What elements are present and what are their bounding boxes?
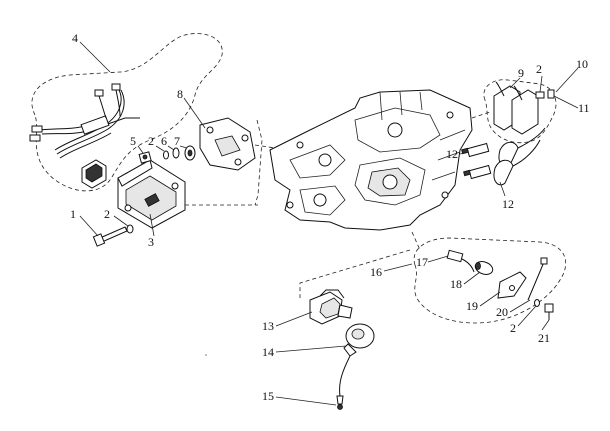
leader-21	[541, 319, 550, 331]
callout-5: 5	[130, 134, 136, 148]
callout-8: 8	[177, 87, 183, 101]
callout-labels: 1 2 2 2 2 3 4 5 6 7 8 9 10 11 12 12 13 1…	[70, 31, 590, 403]
sensor-group-outline	[413, 237, 567, 324]
callout-4: 4	[72, 31, 78, 45]
lock-washer	[172, 147, 180, 159]
callout-16: 16	[370, 265, 382, 279]
harness-group-outline	[31, 33, 223, 192]
bracket-plate	[199, 117, 256, 171]
callout-2d: 2	[510, 321, 516, 335]
leader-17	[427, 255, 449, 263]
leader-6	[167, 145, 175, 151]
leader-13	[275, 311, 313, 327]
sensor-washer	[534, 299, 540, 307]
leader-11	[553, 95, 579, 109]
leader-2d	[517, 305, 537, 327]
small-washer	[163, 150, 169, 160]
leader-14	[275, 345, 347, 353]
leader-4	[79, 41, 111, 73]
sensor-group	[413, 237, 567, 324]
leader-1	[79, 215, 99, 237]
sensor-bracket-19	[497, 271, 527, 299]
temperature-switch	[309, 289, 353, 325]
sensor-part-18	[474, 261, 494, 275]
leader-5	[137, 145, 144, 154]
callout-11: 11	[578, 101, 590, 115]
wire-harness	[29, 83, 140, 159]
washer	[126, 224, 134, 234]
callout-2c: 2	[536, 62, 542, 76]
leader-8	[183, 97, 206, 129]
connector-block	[81, 159, 107, 189]
leader-16	[383, 263, 413, 272]
spark-plug-cap-lower	[493, 139, 541, 186]
callout-7: 7	[174, 134, 180, 148]
callout-2b: 2	[148, 134, 154, 148]
leader-15	[275, 396, 337, 406]
callout-2a: 2	[104, 207, 110, 221]
leader-2a	[113, 215, 129, 227]
engine-block	[269, 89, 473, 231]
ignition-coil-group	[483, 79, 557, 144]
callout-1: 1	[70, 207, 76, 221]
callout-12a: 12	[446, 147, 458, 161]
mounting-bolt	[92, 226, 128, 247]
sensor-part-17	[446, 249, 475, 273]
spark-plug-lower	[463, 164, 492, 180]
leader-2c	[539, 75, 543, 93]
coil-group-outline	[483, 79, 557, 144]
callout-20: 20	[496, 305, 508, 319]
leader-20	[509, 299, 531, 313]
assembly-line-coil	[471, 111, 491, 119]
leader-12b	[499, 181, 506, 197]
callout-10: 10	[576, 57, 588, 71]
leader-7	[179, 145, 188, 149]
leader-2b	[155, 145, 165, 152]
callout-12b: 12	[502, 197, 514, 211]
leader-3	[149, 213, 155, 237]
leader-18	[463, 271, 481, 285]
callout-15: 15	[262, 389, 274, 403]
callout-13: 13	[262, 319, 274, 333]
assembly-line-sensor	[299, 231, 421, 300]
leader-lines	[79, 41, 579, 406]
callout-21: 21	[538, 331, 550, 345]
sensor-wire-20	[527, 261, 545, 301]
leader-19	[479, 291, 501, 307]
leader-10	[555, 67, 579, 93]
spark-plug-upper	[461, 142, 490, 158]
sensor-screw-21	[544, 303, 554, 320]
speck	[205, 354, 207, 356]
callout-9: 9	[518, 66, 524, 80]
wiring-harness-group	[29, 33, 223, 192]
leader-12a	[459, 151, 469, 155]
callout-14: 14	[262, 345, 274, 359]
callout-6: 6	[161, 134, 167, 148]
nut-part	[138, 151, 152, 164]
callout-17: 17	[416, 255, 428, 269]
callout-19: 19	[466, 299, 478, 313]
assembly-line-plate	[254, 119, 276, 206]
switch-wire-lead	[336, 355, 351, 410]
rubber-cap	[343, 323, 375, 357]
ignition-module	[117, 159, 186, 229]
grommet-part	[184, 145, 196, 161]
leader-9	[509, 77, 521, 89]
callout-3: 3	[148, 235, 154, 249]
callout-18: 18	[450, 277, 462, 291]
